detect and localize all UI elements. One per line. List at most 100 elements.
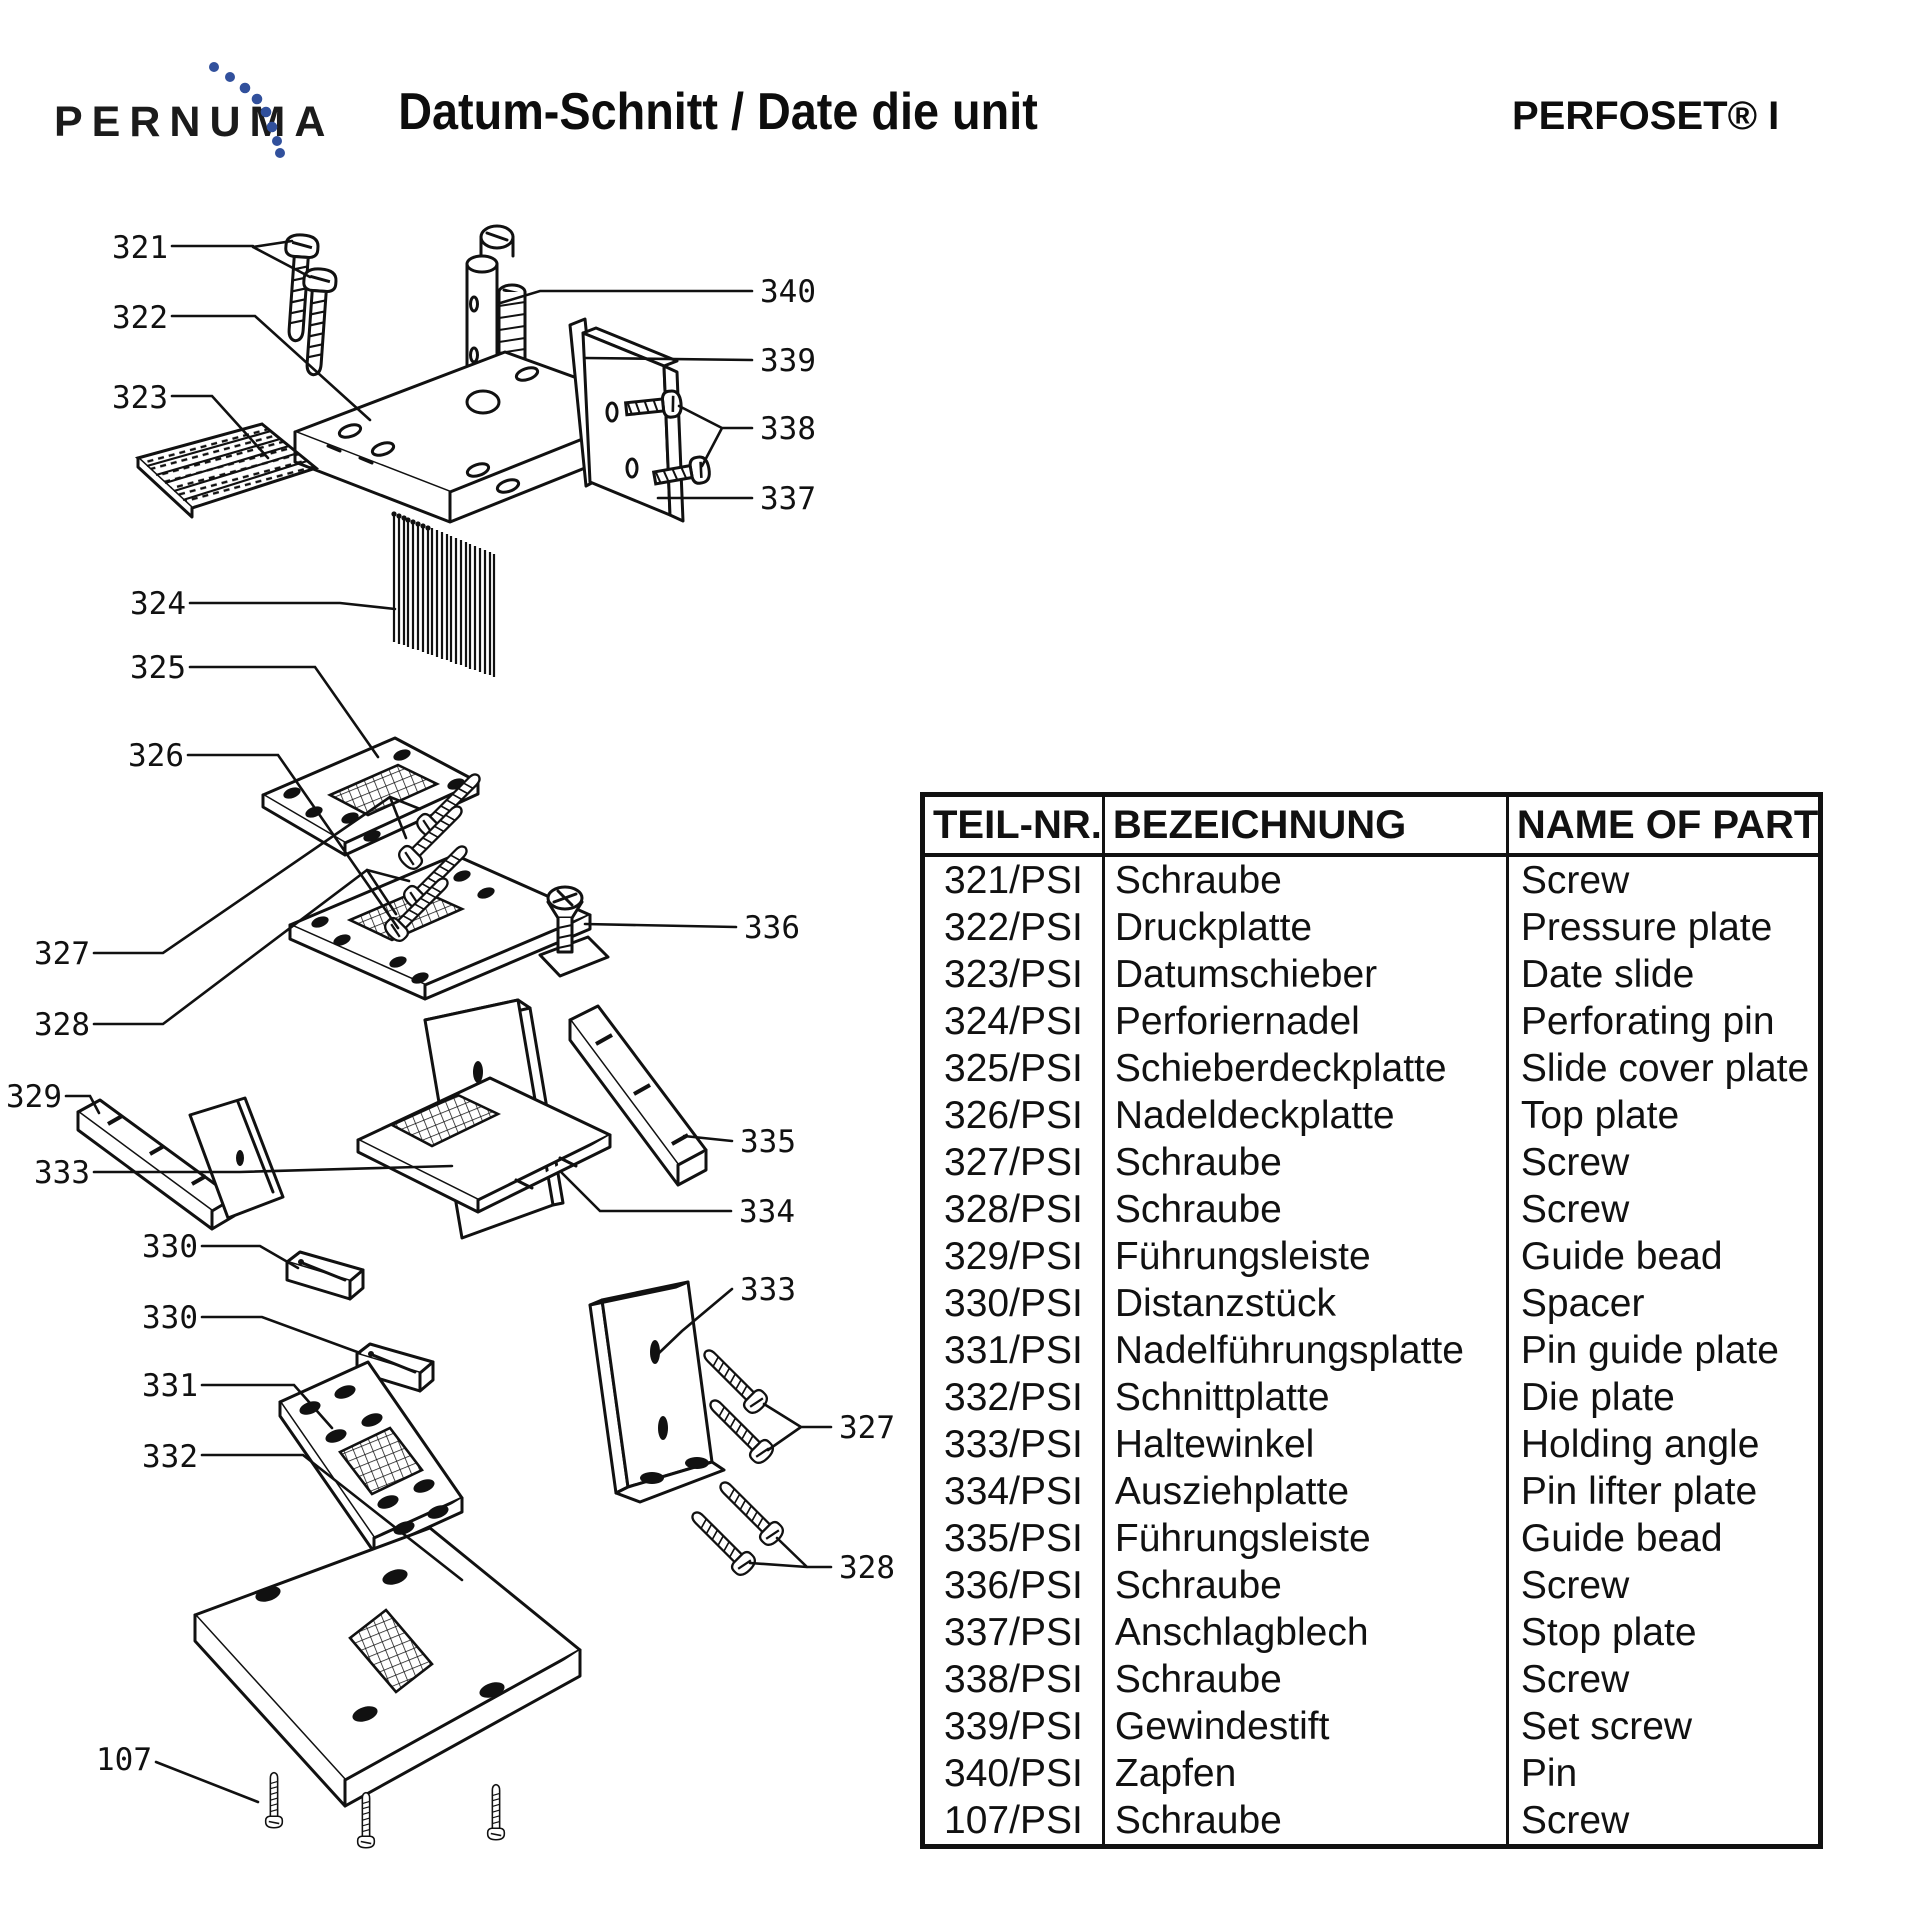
part-bezeichnung: Distanzstück: [1101, 1280, 1508, 1327]
part-name: Stop plate: [1505, 1609, 1821, 1656]
leader-338: [677, 404, 754, 468]
leader-334: [560, 1171, 733, 1213]
callout-325-label: 325: [130, 650, 186, 686]
callout-107-label: 107: [96, 1742, 152, 1778]
part-date-slide-323: [135, 422, 320, 519]
product-name: PERFOSET® I: [1512, 94, 1780, 138]
callout-334-label: 334: [739, 1194, 795, 1230]
part-bezeichnung: Haltewinkel: [1101, 1421, 1508, 1468]
column-header-bezeichnung: BEZEICHNUNG: [1101, 794, 1508, 857]
callout-338-label: 338: [760, 411, 816, 447]
callout-332-label: 332: [142, 1439, 198, 1475]
part-bezeichnung: Datumschieber: [1101, 951, 1508, 998]
leader-327-right: [762, 1402, 833, 1452]
leader-333-left: [92, 1164, 454, 1174]
leader-321: [170, 239, 312, 279]
part-no: 339/PSI: [944, 1704, 1083, 1748]
column-header-name-of-part: NAME OF PART: [1505, 794, 1821, 857]
part-name: Date slide: [1505, 951, 1821, 998]
callout-328-left-label: 328: [34, 1007, 90, 1043]
part-name: Perforating pin: [1505, 998, 1821, 1045]
part-name: Screw: [1505, 855, 1821, 904]
part-bezeichnung: Perforiernadel: [1101, 998, 1508, 1045]
part-bezeichnung: Anschlagblech: [1101, 1609, 1508, 1656]
part-name: Screw: [1505, 1139, 1821, 1186]
part-holding-angle-333-right: [588, 1280, 726, 1504]
part-bezeichnung: Führungsleiste: [1101, 1233, 1508, 1280]
part-bezeichnung: Schnittplatte: [1101, 1374, 1508, 1421]
part-pin-guide-plate-331: [278, 1360, 464, 1554]
callout-333-right-label: 333: [740, 1272, 796, 1308]
part-name: Screw: [1505, 1797, 1821, 1847]
callout-322-label: 322: [112, 300, 168, 336]
part-bezeichnung: Schraube: [1101, 1186, 1508, 1233]
callout-327-right-label: 327: [839, 1410, 895, 1446]
part-bezeichnung: Druckplatte: [1101, 904, 1508, 951]
callout-337-label: 337: [760, 481, 816, 517]
part-no: 336/PSI: [944, 1563, 1083, 1607]
leader-333-right: [657, 1287, 734, 1355]
part-bezeichnung: Schieberdeckplatte: [1101, 1045, 1508, 1092]
part-name: Top plate: [1505, 1092, 1821, 1139]
parts-table-header-row: TEIL-NR. BEZEICHNUNG NAME OF PART: [922, 794, 1821, 857]
part-bezeichnung: Gewindestift: [1101, 1703, 1508, 1750]
callout-326-label: 326: [128, 738, 184, 774]
part-no: 335/PSI: [944, 1516, 1083, 1560]
leader-327-left: [92, 795, 422, 955]
part-no: 107/PSI: [944, 1798, 1083, 1842]
callout-331-label: 331: [142, 1368, 198, 1404]
leader-329: [64, 1094, 101, 1115]
part-die-plate-332: [193, 1526, 582, 1808]
part-bezeichnung: Nadeldeckplatte: [1101, 1092, 1508, 1139]
callout-328-right-label: 328: [839, 1550, 895, 1586]
part-stop-plate-337: [568, 317, 685, 523]
part-bezeichnung: Schraube: [1101, 1562, 1508, 1609]
leader-323: [170, 394, 270, 460]
callout-335-label: 335: [740, 1124, 796, 1160]
callout-336-label: 336: [744, 910, 800, 946]
part-name: Die plate: [1505, 1374, 1821, 1421]
part-name: Slide cover plate: [1505, 1045, 1821, 1092]
part-name: Guide bead: [1505, 1233, 1821, 1280]
part-no: 333/PSI: [944, 1422, 1083, 1466]
part-bezeichnung: Schraube: [1101, 855, 1508, 904]
leader-326: [186, 753, 400, 930]
callout-333-left-label: 333: [34, 1155, 90, 1191]
part-bezeichnung: Schraube: [1101, 1139, 1508, 1186]
callout-330-b-label: 330: [142, 1300, 198, 1336]
logo-dot-arc: [209, 62, 285, 158]
leader-335: [682, 1134, 734, 1143]
part-name: Screw: [1505, 1562, 1821, 1609]
part-name: Holding angle: [1505, 1421, 1821, 1468]
callout-321-label: 321: [112, 230, 168, 266]
leader-325: [188, 665, 380, 759]
part-spacer-330-b: [355, 1342, 435, 1393]
leader-328-left: [92, 868, 411, 1026]
leader-lines: [64, 239, 833, 1804]
part-bezeichnung: Schraube: [1101, 1797, 1508, 1847]
part-slide-cover-plate-325: [261, 736, 480, 857]
part-no: 338/PSI: [944, 1657, 1083, 1701]
leader-339: [583, 356, 754, 362]
leader-328-right: [748, 1536, 833, 1569]
leader-324: [188, 601, 397, 611]
part-bracket-wedge: [188, 1096, 285, 1220]
